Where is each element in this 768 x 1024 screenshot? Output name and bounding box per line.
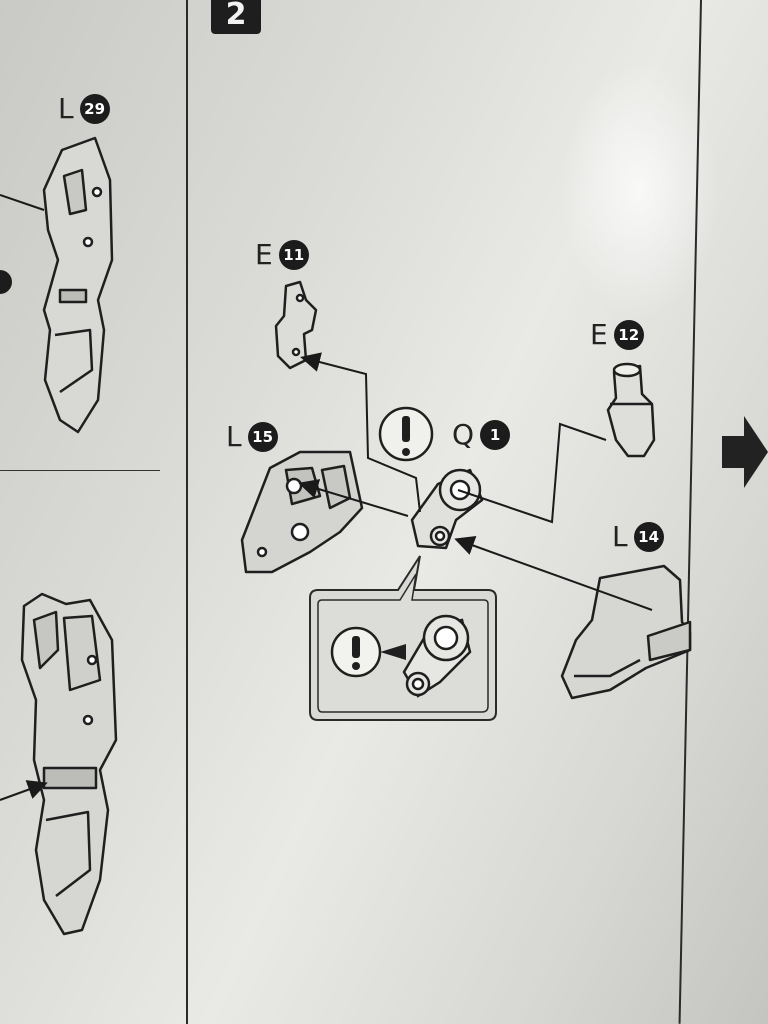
assembly-arrow-icon <box>300 352 421 513</box>
part-number: 14 <box>633 522 664 552</box>
part-number: 12 <box>613 320 644 350</box>
part-letter: L <box>58 92 74 125</box>
assembly-arrow-icon <box>298 479 409 517</box>
part-letter: E <box>590 318 608 351</box>
part-label-l15: L 15 <box>226 422 278 452</box>
assembly-arrow-icon <box>0 780 48 801</box>
next-step-arrow-icon <box>722 416 768 488</box>
part-e11-drawing <box>274 280 318 370</box>
exclamation-icon <box>378 406 434 462</box>
assembly-line <box>457 422 607 524</box>
exclamation-icon <box>330 626 382 678</box>
detail-callout <box>309 555 497 721</box>
step-number-badge: 2 <box>211 0 261 34</box>
detail-part-drawing <box>402 614 472 698</box>
part-label-e12: E 12 <box>590 320 644 350</box>
part-l15-drawing <box>240 450 364 574</box>
part-e12-drawing <box>606 362 656 458</box>
part-label-l29: L 29 <box>58 94 110 124</box>
part-label-l14: L 14 <box>612 522 664 552</box>
part-letter: Q <box>452 418 475 451</box>
part-letter: L <box>612 520 628 553</box>
step-number: 2 <box>225 0 247 32</box>
part-letter: L <box>226 420 242 453</box>
part-label-q1: Q 1 <box>452 418 511 451</box>
part-number: 1 <box>480 420 511 450</box>
part-number: 11 <box>278 240 309 270</box>
panel-divider-left <box>186 0 188 1024</box>
part-l29-drawing <box>42 136 114 434</box>
assembly-arrow-icon <box>454 536 653 611</box>
part-letter: E <box>255 238 273 271</box>
part-label-e11: E 11 <box>255 240 309 270</box>
part-assembled-drawing <box>20 592 118 936</box>
leader-line <box>0 194 45 211</box>
part-number: 29 <box>79 94 110 124</box>
part-number: 15 <box>247 422 278 452</box>
part-l14-drawing <box>560 564 692 700</box>
cut-off-number-badge <box>0 270 12 294</box>
panel-divider-horizontal <box>0 470 160 471</box>
part-q1-drawing <box>410 468 484 550</box>
